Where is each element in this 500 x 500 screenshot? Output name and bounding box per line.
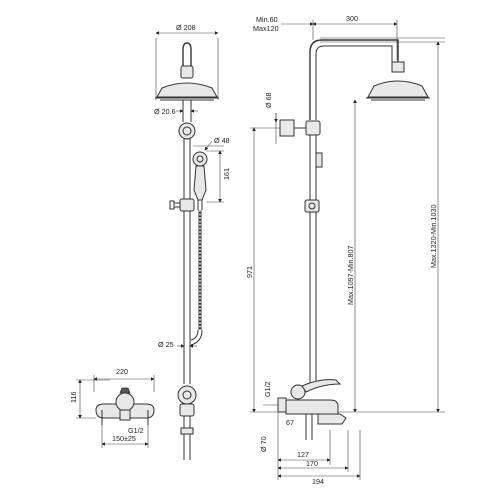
diverter-knob (178, 122, 196, 140)
shower-head (156, 82, 218, 98)
shower-arm (182, 42, 192, 75)
side-slider (304, 199, 320, 213)
dim-127-label: 127 (297, 450, 309, 459)
slider-bracket (179, 198, 195, 212)
height-971-label: 971 (245, 266, 254, 278)
wall-bracket (279, 119, 295, 137)
side-wall-connector (277, 397, 287, 413)
mixer-centers-label: 150±25 (112, 434, 136, 443)
mixer-connection-label: G1/2 (128, 426, 144, 435)
side-view: Min.60 Max120 300 Ø 68 (245, 14, 445, 486)
dim-170-label: 170 (306, 459, 318, 468)
range-mid-label: Max.1097-Min.807 (346, 245, 355, 305)
support-diameter-label: Ø 68 (264, 92, 273, 108)
dim-194-label: 194 (312, 477, 324, 486)
mixer-view: 220 116 G1/2 150±25 (69, 367, 155, 448)
min-label: Min.60 (256, 15, 278, 24)
range-total-label: Max.1320-Min.1030 (429, 204, 438, 268)
lower-connector (177, 385, 197, 405)
mixer-width-label: 220 (116, 367, 128, 376)
arm-reach-label: 300 (346, 14, 358, 23)
mixer-height-label: 116 (69, 392, 78, 403)
arm-diameter-label: Ø 20.6 (154, 107, 176, 116)
side-arm (309, 39, 399, 120)
handshower-diameter-label: Ø 48 (214, 136, 230, 145)
dim-67-label: 67 (286, 418, 294, 427)
side-spout (317, 413, 347, 425)
max-label: Max120 (253, 24, 279, 33)
handshower-length-label: 161 (222, 168, 231, 180)
mixer-handle (115, 392, 135, 412)
handshower-head (192, 151, 208, 167)
front-view: Ø 208 Ø 20.6 Ø 48 161 (154, 23, 231, 460)
bar-diameter-label: Ø 25 (158, 340, 174, 349)
side-lever (301, 379, 342, 393)
head-diameter-label: Ø 208 (176, 23, 196, 32)
side-connection-label: G1/2 (263, 381, 272, 397)
side-shower-head (367, 80, 429, 98)
side-mixer-body (285, 399, 339, 415)
spout-diameter-label: Ø 70 (259, 436, 268, 452)
